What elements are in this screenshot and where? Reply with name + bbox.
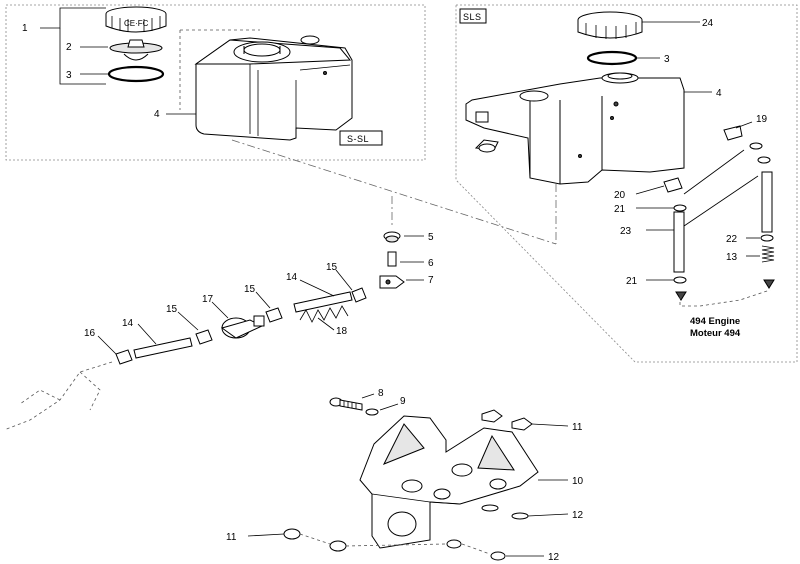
fitting [387, 251, 397, 267]
callout-22: 22 [726, 234, 738, 245]
engine-note-fr: Moteur 494 [690, 328, 741, 339]
line-assembly: 5 6 7 14 15 15 17 18 15 14 16 [3, 231, 434, 431]
callout-15-lower: 15 [166, 304, 178, 315]
callout-9: 9 [400, 396, 406, 407]
callout-16: 16 [84, 328, 96, 339]
bracket-assembly: 8 9 11 10 12 11 12 [226, 388, 584, 563]
right-tank-group: SLS [459, 8, 775, 339]
callout-21-lower: 21 [626, 276, 638, 287]
nut-upper-right [511, 417, 533, 431]
callout-19: 19 [756, 114, 768, 125]
callout-2: 2 [66, 42, 72, 53]
hose-fittings-right [663, 125, 775, 301]
callout-12-upper: 12 [572, 510, 584, 521]
section-box-s-sl [339, 130, 383, 146]
section-box-sls [459, 8, 487, 24]
callout-18: 18 [336, 326, 348, 337]
left-tank-group: CE·FC S-SL 1 2 [22, 6, 383, 146]
callout-23: 23 [620, 226, 632, 237]
washer-9 [365, 408, 379, 416]
callout-3-left: 3 [66, 70, 72, 81]
mounting-bracket [359, 415, 539, 549]
bolt [329, 397, 363, 411]
washer-lower-left [446, 539, 462, 549]
oil-strainer [109, 39, 163, 61]
nut-lower-mid [329, 540, 347, 552]
tank-cap-left: CE·FC [105, 6, 167, 33]
washer-lower-right [490, 551, 506, 561]
callout-20: 20 [614, 190, 626, 201]
fuel-filter [220, 315, 265, 339]
link-line-left-tank [231, 139, 557, 245]
callout-11-upper: 11 [572, 422, 583, 433]
callout-4-left: 4 [154, 109, 160, 120]
right-section-frame [455, 4, 798, 363]
callout-5: 5 [428, 232, 434, 243]
callout-11-lower: 11 [226, 532, 237, 543]
elbow-fitting [379, 275, 405, 289]
washer-upper-left [481, 504, 499, 512]
callout-12-lower: 12 [548, 552, 560, 563]
oil-tank-left [194, 35, 353, 141]
callout-24: 24 [702, 18, 714, 29]
spring-guard [299, 305, 349, 323]
callout-15-upper: 15 [326, 262, 338, 273]
callout-17: 17 [202, 294, 214, 305]
left-section-frame [5, 4, 426, 161]
washer-upper-right [511, 512, 529, 520]
section-label-sls: SLS [463, 12, 482, 22]
tank-cap-right [577, 11, 643, 39]
hose-upper [293, 291, 353, 313]
callout-3-right: 3 [664, 54, 670, 65]
o-ring-left [107, 65, 165, 83]
callout-14-lower: 14 [122, 318, 134, 329]
callout-6: 6 [428, 258, 434, 269]
oil-tank-right [465, 72, 685, 185]
callout-4-right: 4 [716, 88, 722, 99]
callout-10: 10 [572, 476, 584, 487]
callout-21-upper: 21 [614, 204, 626, 215]
connector [115, 349, 133, 365]
nut-lower-left [283, 528, 301, 540]
nut-upper-left [481, 409, 503, 423]
callout-7: 7 [428, 275, 434, 286]
engine-note-en: 494 Engine [690, 316, 740, 327]
callout-15-middle: 15 [244, 284, 256, 295]
hose-lower [133, 337, 193, 359]
callout-14-upper: 14 [286, 272, 298, 283]
callout-8: 8 [378, 388, 384, 399]
section-label-s-sl: S-SL [347, 134, 369, 144]
svg-text:CE·FC: CE·FC [124, 19, 149, 28]
callout-13: 13 [726, 252, 738, 263]
callout-1: 1 [22, 23, 28, 34]
o-ring-right [586, 50, 638, 66]
